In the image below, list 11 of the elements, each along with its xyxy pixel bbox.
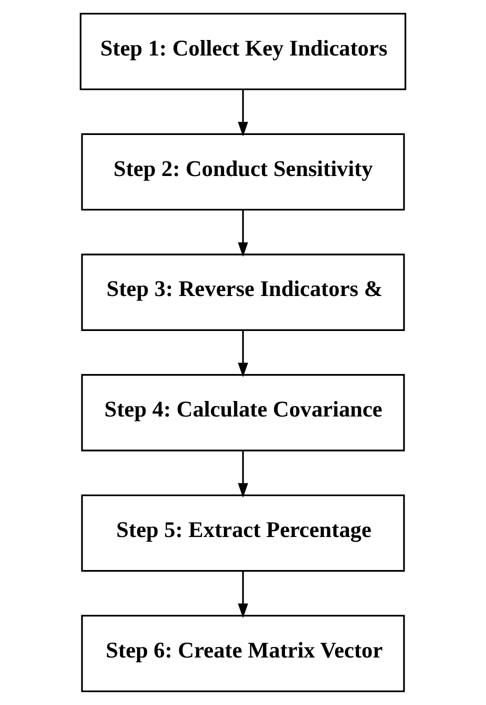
arrow	[238, 89, 248, 136]
arrow	[238, 330, 248, 378]
node-box: Step 1: Collect Key Indicators	[80, 12, 406, 90]
node-box: Step 3: Reverse Indicators &	[81, 254, 405, 331]
node-box: Step 6: Create Matrix Vector	[81, 614, 405, 692]
node-box: Step 4: Calculate Covariance	[81, 374, 405, 452]
arrow	[238, 210, 248, 257]
node-box: Step 5: Extract Percentage	[81, 494, 405, 572]
arrow	[238, 450, 248, 498]
node-box: Step 2: Conduct Sensitivity	[81, 133, 405, 211]
arrow	[238, 571, 248, 618]
